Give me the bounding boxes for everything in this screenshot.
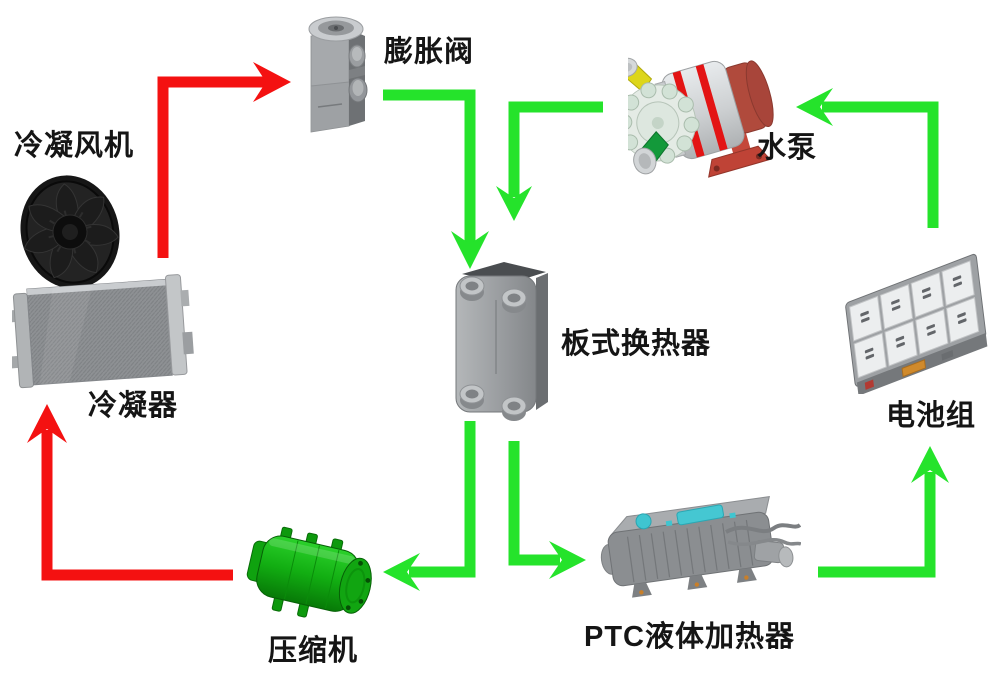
expansion-valve-image xyxy=(308,16,368,133)
arrow-heat-exchanger-to-compressor xyxy=(383,421,476,591)
battery-pack-image xyxy=(845,253,988,394)
arrow-compressor-to-condenser xyxy=(27,404,233,581)
label-compressor: 压缩机 xyxy=(268,635,359,667)
hx-port-top-right xyxy=(501,288,527,313)
condenser-fan-image xyxy=(20,175,120,289)
label-water-pump: 水泵 xyxy=(757,132,818,164)
label-plate-heat-exchanger: 板式换热器 xyxy=(561,328,712,360)
label-expansion-valve: 膨胀阀 xyxy=(384,36,475,68)
arrow-battery-to-pump xyxy=(796,88,939,228)
arrow-heat-exchanger-to-ptc xyxy=(508,441,586,579)
arrow-expansion-valve-to-heat-exchanger xyxy=(383,89,489,269)
label-battery-pack: 电池组 xyxy=(886,400,977,432)
hx-port-bottom-left xyxy=(459,384,485,409)
label-ptc-heater: PTC液体加热器 xyxy=(584,621,796,653)
label-condenser-fan: 冷凝风机 xyxy=(14,130,135,162)
ptc-heater-image xyxy=(600,495,801,598)
plate-heat-exchanger-image xyxy=(455,262,548,421)
condenser-image xyxy=(12,274,194,389)
arrow-pump-to-heat-exchanger xyxy=(496,101,603,221)
compressor-image xyxy=(246,526,372,618)
hx-port-bottom-right xyxy=(501,396,527,421)
water-pump-image xyxy=(628,57,774,178)
hx-port-top-left xyxy=(459,276,485,301)
arrow-ptc-to-battery xyxy=(818,446,949,578)
label-condenser: 冷凝器 xyxy=(88,390,179,422)
arrow-condenser-to-expansion-valve xyxy=(157,62,291,258)
